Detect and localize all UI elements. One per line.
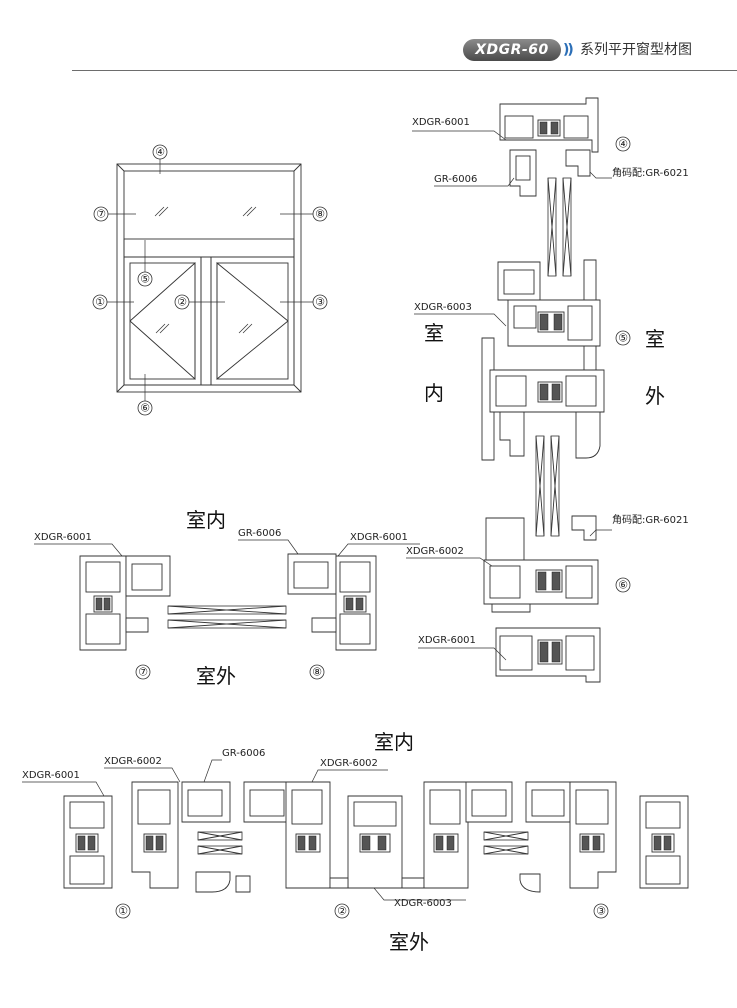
label-xdgr-6001-right: XDGR-6001 (350, 532, 408, 543)
outdoor-label-2: 外 (645, 384, 665, 408)
marker-1-section: ① (115, 903, 131, 919)
label-xdgr-6003: XDGR-6003 (414, 302, 472, 313)
side-glass (167, 605, 287, 629)
profile-section-8 (287, 553, 377, 651)
window-elevation: ④ ⑦ ⑧ ⑤ ① ② ③ ⑥ (92, 144, 328, 416)
outer-frame (116, 163, 302, 393)
bottom-label-gr-6006: GR-6006 (222, 748, 265, 759)
label-xdgr-6001-left: XDGR-6001 (34, 532, 92, 543)
marker-6: ⑥ (137, 400, 153, 416)
side-indoor-label: 室内 (186, 508, 226, 532)
label-xdgr-6001-bottom: XDGR-6001 (418, 635, 476, 646)
profile-section-7 (79, 555, 171, 651)
marker-4-section: ④ (615, 136, 631, 152)
transom (123, 238, 295, 258)
svg-text:②: ② (337, 905, 347, 918)
profile-sash-middle (489, 369, 605, 459)
glass-hatch (154, 206, 257, 334)
marker-3-section: ③ (593, 903, 609, 919)
label-corner-bottom: 角码配:GR-6021 (612, 514, 689, 526)
page-title: 系列平开窗型材图 (580, 42, 692, 58)
bottom-label-xdgr-6001: XDGR-6001 (22, 770, 80, 781)
label-gr-6006: GR-6006 (434, 174, 477, 185)
svg-text:②: ② (177, 296, 187, 309)
bottom-profile-6003 (235, 781, 513, 893)
left-sash (123, 256, 202, 386)
marker-8-section: ⑧ (309, 664, 325, 680)
svg-text:⑧: ⑧ (315, 208, 325, 221)
bottom-outdoor-label: 室外 (389, 930, 429, 954)
svg-text:④: ④ (618, 138, 628, 151)
svg-text:⑤: ⑤ (618, 332, 628, 345)
marker-1: ① (92, 294, 108, 310)
chevron-right-icon: )) (563, 42, 574, 58)
svg-text:⑧: ⑧ (312, 666, 322, 679)
bottom-profile-6001-left (63, 795, 113, 889)
side-sections: 室内 室外 (34, 508, 420, 688)
bottom-label-xdgr-6003: XDGR-6003 (394, 898, 452, 909)
svg-text:⑥: ⑥ (140, 402, 150, 415)
label-xdgr-6002: XDGR-6002 (406, 546, 464, 557)
svg-text:⑤: ⑤ (140, 273, 150, 286)
glass-lower (535, 435, 560, 537)
svg-text:③: ③ (315, 296, 325, 309)
profile-xdgr-6001-top (499, 97, 599, 153)
marker-3: ③ (312, 294, 328, 310)
vertical-section: XDGR-6001 GR-6006 XDGR-6003 XDGR-6002 XD… (406, 97, 689, 683)
label-corner-top: 角码配:GR-6021 (612, 167, 689, 179)
marker-7: ⑦ (93, 206, 109, 222)
horizontal-section: 室内 室外 (22, 730, 689, 954)
profile-xdgr-6001-bottom (495, 627, 601, 683)
svg-text:⑦: ⑦ (96, 208, 106, 221)
marker-2-section: ② (334, 903, 350, 919)
svg-text:①: ① (95, 296, 105, 309)
svg-text:⑥: ⑥ (618, 579, 628, 592)
bottom-indoor-label: 室内 (374, 730, 414, 754)
svg-text:①: ① (118, 905, 128, 918)
profile-xdgr-6002 (483, 515, 599, 613)
marker-4: ④ (152, 144, 168, 160)
marker-6-section: ⑥ (615, 577, 631, 593)
bottom-label-xdgr-6002-right: XDGR-6002 (320, 758, 378, 769)
marker-5-section: ⑤ (615, 330, 631, 346)
indoor-label-1: 室 (424, 321, 444, 345)
label-gr-6006-right: GR-6006 (238, 528, 281, 539)
bottom-profile-6002-left (131, 781, 231, 893)
opening-indicator (129, 261, 196, 381)
bottom-glass-2 (483, 831, 529, 855)
bottom-glass-1 (197, 831, 243, 855)
svg-text:③: ③ (596, 905, 606, 918)
marker-2: ② (174, 294, 190, 310)
bottom-profile-6001-right (519, 781, 689, 893)
svg-text:⑦: ⑦ (138, 666, 148, 679)
marker-8: ⑧ (312, 206, 328, 222)
outdoor-label-1: 室 (645, 327, 665, 351)
bottom-label-xdgr-6002-left: XDGR-6002 (104, 756, 162, 767)
series-badge: XDGR-60 (463, 39, 561, 61)
svg-text:④: ④ (155, 146, 165, 159)
indoor-label-2: 内 (424, 381, 444, 405)
label-xdgr-6001-top: XDGR-6001 (412, 117, 470, 128)
profile-gr-6006-top (509, 149, 591, 197)
page-header: XDGR-60 )) 系列平开窗型材图 (0, 0, 737, 75)
marker-5: ⑤ (137, 271, 153, 287)
header-rule (72, 70, 737, 71)
glass-upper (547, 177, 572, 277)
marker-7-section: ⑦ (135, 664, 151, 680)
mullion (200, 256, 212, 386)
right-sash (210, 256, 295, 386)
side-outdoor-label: 室外 (196, 664, 236, 688)
